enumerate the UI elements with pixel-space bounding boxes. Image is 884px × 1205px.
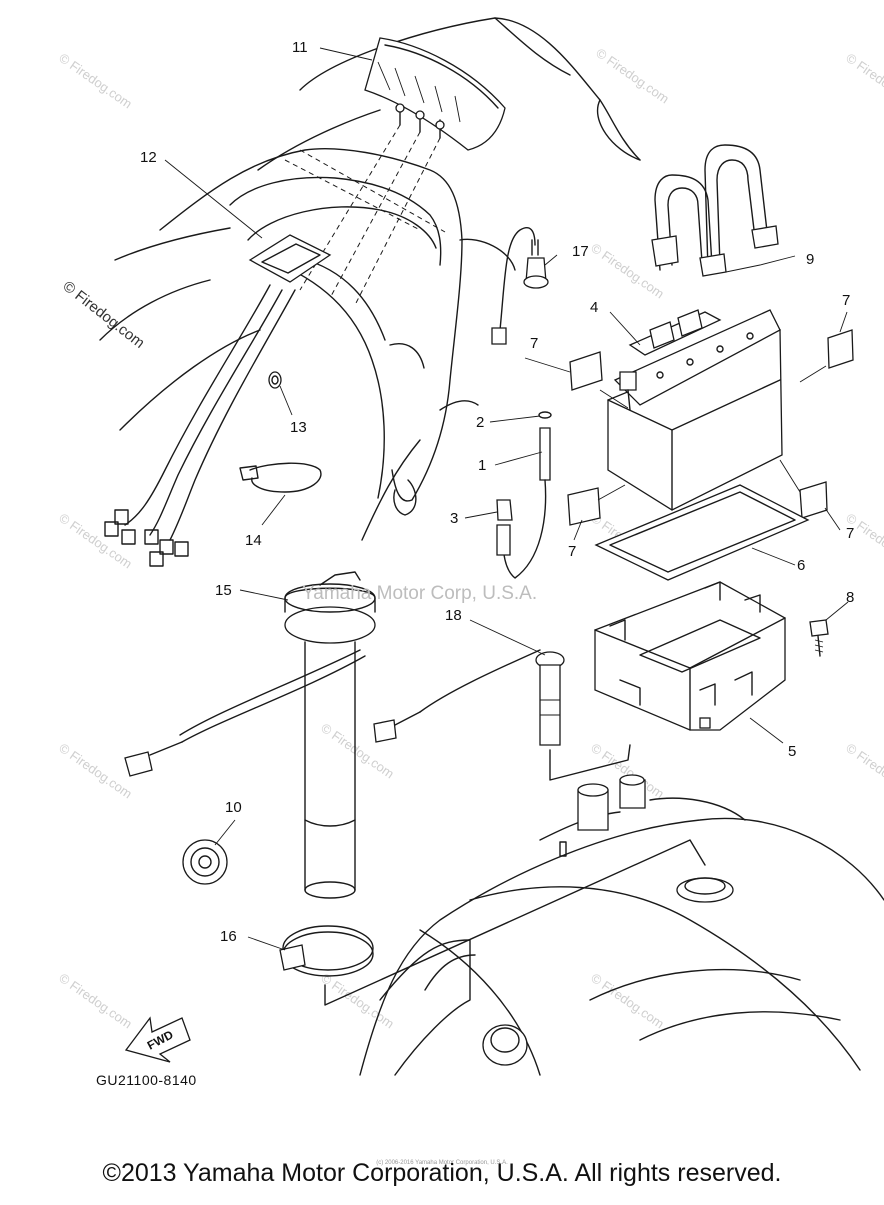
center-watermark: Yamaha Motor Corp, U.S.A. — [302, 583, 538, 604]
callout-9: 9 — [806, 251, 814, 268]
tiny-credit: (c) 2006-2016 Yamaha Motor Corporation, … — [376, 1160, 508, 1166]
callout-7: 7 — [842, 292, 850, 309]
callouts: 1 2 3 4 5 6 7 7 7 7 8 9 10 11 12 13 14 1… — [140, 39, 854, 945]
callout-7: 7 — [846, 525, 854, 542]
watermark: © Firedog.com — [56, 970, 135, 1031]
callout-4: 4 — [590, 299, 598, 316]
callout-5: 5 — [788, 743, 796, 760]
cable-tie — [239, 462, 322, 493]
watermark: © Firedog.com — [56, 510, 135, 571]
grommet-10 — [182, 839, 228, 885]
sensor-17 — [491, 227, 549, 345]
meter-assembly — [299, 37, 506, 306]
callout-6: 6 — [797, 557, 805, 574]
callout-13: 13 — [290, 419, 307, 436]
callout-18: 18 — [445, 607, 462, 624]
bolt-8 — [809, 619, 829, 657]
sender-unit-18 — [373, 649, 631, 781]
watermark: © Firedog.com — [318, 970, 397, 1031]
callout-3: 3 — [450, 510, 458, 527]
battery-pads — [567, 329, 854, 526]
diagram-code: GU21100-8140 — [96, 1072, 197, 1088]
callout-16: 16 — [220, 928, 237, 945]
callout-10: 10 — [225, 799, 242, 816]
watermark: © Firedog.com — [843, 740, 884, 801]
battery — [607, 309, 783, 511]
watermark: © Firedog.com — [593, 45, 672, 106]
watermark: © Firedog.com — [56, 50, 135, 111]
callout-14: 14 — [245, 532, 262, 549]
fuel-tank — [324, 774, 884, 1076]
callout-15: 15 — [215, 582, 232, 599]
grommet-13 — [268, 371, 282, 389]
watermark-bold: © Firedog.com — [60, 278, 148, 352]
callout-2: 2 — [476, 414, 484, 431]
vehicle-body — [99, 17, 641, 541]
battery-tray-pad — [594, 484, 810, 581]
battery-bands — [651, 144, 779, 277]
meter-bracket — [104, 234, 332, 567]
hose-clamp — [279, 925, 374, 977]
fwd-arrow-icon: FWD — [124, 1016, 191, 1063]
callout-12: 12 — [140, 149, 157, 166]
watermark: © Firedog.com — [56, 740, 135, 801]
copyright-notice: ©2013 Yamaha Motor Corporation, U.S.A. A… — [102, 1159, 782, 1187]
leader-lines — [164, 47, 849, 951]
watermark: © Firedog.com — [843, 50, 884, 111]
callout-1: 1 — [478, 457, 486, 474]
battery-box — [594, 581, 786, 731]
breather-pipe — [496, 411, 552, 579]
callout-8: 8 — [846, 589, 854, 606]
callout-17: 17 — [572, 243, 589, 260]
callout-7: 7 — [530, 335, 538, 352]
fuel-sender — [124, 571, 376, 899]
callout-11: 11 — [292, 39, 308, 56]
callout-7: 7 — [568, 543, 576, 560]
watermark: © Firedog.com — [588, 970, 667, 1031]
